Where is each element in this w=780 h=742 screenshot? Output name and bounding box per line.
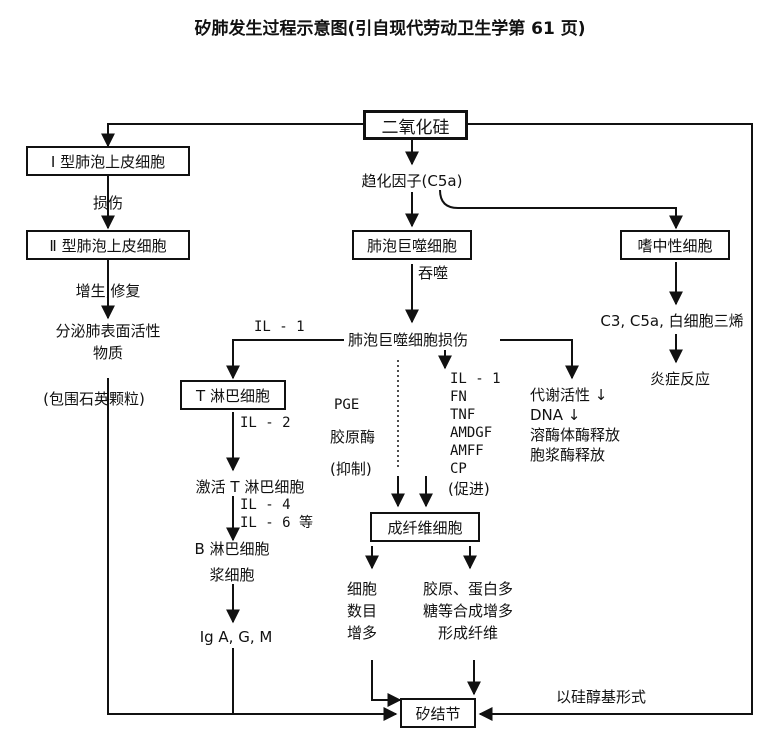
promote-label: (促进) [448,480,490,498]
factor-item: IL - 1 [450,371,501,387]
factor-item: AMDGF [450,425,493,441]
fibroblast-box: 成纤维细胞 [370,512,480,542]
b-cell-label: B 淋巴细胞 [194,540,270,558]
il6-label: IL - 6 等 [240,515,314,531]
phagocytosis-label: 吞噬 [418,264,449,282]
chemotactic-factor-label: 趋化因子(C5a) [361,172,463,190]
injury-label: 损伤 [92,194,124,212]
metabolic-item: 胞浆酶释放 [530,446,606,464]
metabolic-item: DNA ↓ [530,406,581,424]
fibroblast-label: 成纤维细胞 [387,518,463,537]
cell-count-line: 增多 [346,624,378,642]
neutrophil-box: 嗜中性细胞 [620,230,730,260]
nodule-label: 矽结节 [415,704,461,723]
arrow-chemotactic-to-neutrophil [439,189,683,230]
inhibit-label: (抑制) [330,460,372,478]
wrap-quartz-label: (包围石英颗粒) [43,390,145,408]
activate-t-cell-label: 激活 T 淋巴细胞 [195,478,305,496]
cell-count-line: 细胞 [346,580,378,598]
il2-label: IL - 2 [240,415,291,431]
il1-left-label: IL - 1 [254,319,305,335]
inflammation-label: 炎症反应 [649,370,711,388]
metabolic-item: 溶酶体酶释放 [530,426,621,444]
silanol-label: 以硅醇基形式 [556,688,647,706]
secrete-surfactant-line1: 分泌肺表面活性 [55,322,161,340]
macrophage-label: 肺泡巨噬细胞 [366,236,457,255]
collagen-line: 胶原、蛋白多 [422,580,514,598]
t-cell-box: T 淋巴细胞 [180,380,286,410]
t-cell-label: T 淋巴细胞 [196,386,270,405]
secrete-surfactant-line2: 物质 [92,344,124,362]
silica-label: 二氧化硅 [381,117,450,138]
silica-box: 二氧化硅 [363,110,468,140]
type1-cell-label: Ⅰ 型肺泡上皮细胞 [50,152,166,171]
collagen-line: 糖等合成增多 [422,602,514,620]
plasma-cell-label: 浆细胞 [209,566,255,584]
type1-cell-box: Ⅰ 型肺泡上皮细胞 [26,146,190,176]
factor-item: FN [450,389,467,405]
neutrophil-label: 嗜中性细胞 [637,236,713,255]
arrow-injury-to-tcell [226,339,344,380]
il4-label: IL - 4 [240,497,291,513]
collagenase-label: 胶原酶 [330,428,376,446]
arrow-injury-to-metabolic [500,339,579,380]
macrophage-box: 肺泡巨噬细胞 [352,230,472,260]
collagen-line: 形成纤维 [437,624,499,642]
cell-count-line: 数目 [346,602,378,620]
page-title: 矽肺发生过程示意图(引自现代劳动卫生学第 61 页) [194,19,586,39]
proliferation-repair-label: 增生,修复 [75,282,141,300]
nodule-box: 矽结节 [400,698,476,728]
arrow-silica-to-nodule-right [468,123,753,721]
arrow-cellcount-to-nodule [371,660,402,707]
type2-cell-label: Ⅱ 型肺泡上皮细胞 [49,236,167,255]
factor-item: CP [450,461,467,477]
arrow-left-to-nodule [107,378,398,721]
pge-label: PGE [334,397,360,413]
factor-item: AMFF [450,443,484,459]
macrophage-injury-label: 肺泡巨噬细胞损伤 [348,331,469,349]
factor-item: TNF [450,407,476,423]
complement-label: C3, C5a, 白细胞三烯 [600,312,744,330]
metabolic-item: 代谢活性 ↓ [530,386,608,404]
arrow-silica-to-type1 [101,123,363,148]
type2-cell-box: Ⅱ 型肺泡上皮细胞 [26,230,190,260]
ig-label: Ig A, G, M [199,628,273,646]
